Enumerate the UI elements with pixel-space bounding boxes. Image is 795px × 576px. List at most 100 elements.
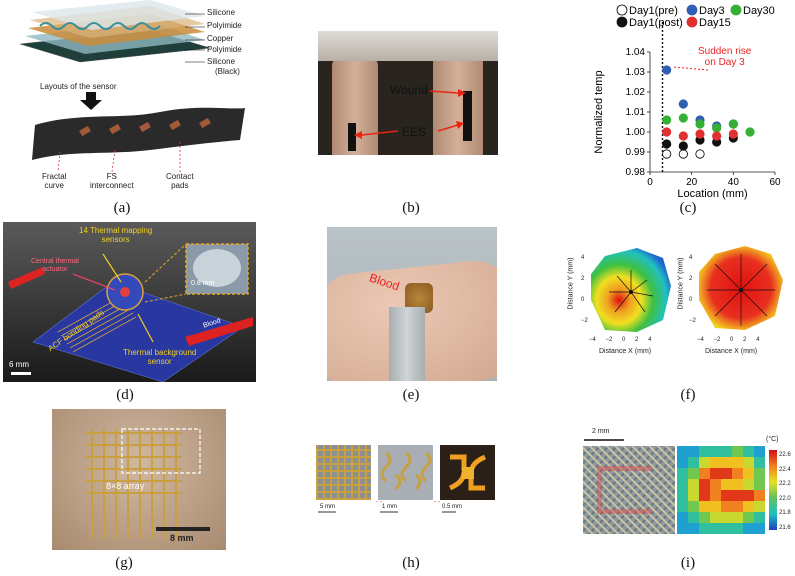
heatmap-cell [710, 479, 721, 490]
y-tick-label: 0.98 [626, 167, 646, 178]
down-arrow-icon [80, 92, 102, 110]
heatmap-cell [721, 468, 732, 479]
heatmap-cell [710, 446, 721, 457]
data-point-day1-pre- [678, 149, 688, 159]
heatmap-cell [721, 512, 732, 523]
data-point-day15 [728, 129, 738, 139]
ees-label: EES [402, 125, 427, 139]
h-scale-1: 5 mm [320, 504, 335, 510]
h-scale-2: 1 mm [382, 504, 397, 510]
f-ylabel-left: Distance Y (mm) [567, 257, 575, 310]
panel-a-figure: Silicone Polyimide Copper Polyimide Sili… [0, 0, 265, 195]
heatmap-cell [677, 490, 688, 501]
heatmap-cell [743, 457, 754, 468]
heatmap-cell [721, 479, 732, 490]
legend-label: Day1(post) [629, 17, 683, 29]
heatmap-cell [732, 490, 743, 501]
heatmap-cell [732, 501, 743, 512]
h-image-1 [316, 445, 371, 500]
panel-h-figure: 5 mm 1 mm 0.5 mm [316, 445, 496, 515]
f-xlabel-right: Distance X (mm) [705, 348, 758, 355]
heatmap-cell [754, 457, 765, 468]
heatmap-cell [677, 479, 688, 490]
y-tick-label: 1.04 [626, 47, 646, 58]
heatmap-cell [743, 512, 754, 523]
x-tick-label: 40 [728, 177, 740, 188]
heatmap-cell [677, 523, 688, 534]
layer-label-silicone-black: Silicone [207, 57, 236, 66]
heatmap-cell [754, 490, 765, 501]
heatmap-cell [721, 490, 732, 501]
f-ylabel-right: Distance Y (mm) [677, 257, 685, 310]
h-image-2 [378, 445, 433, 500]
heatmap-cell [754, 523, 765, 534]
legend-marker [616, 16, 628, 28]
caption-f: (f) [680, 387, 696, 403]
legend-marker [686, 16, 698, 28]
data-point-day30 [695, 119, 705, 129]
y-tick-label: 1.02 [626, 87, 646, 98]
heatmap-cell [721, 446, 732, 457]
i-scale-label: 2 mm [592, 428, 610, 435]
heatmap-cell [710, 523, 721, 534]
heatmap-cell [710, 501, 721, 512]
data-point-day30 [662, 115, 672, 125]
data-point-day1-post- [662, 139, 672, 149]
data-point-day15 [712, 131, 722, 141]
f-xlabel-left: Distance X (mm) [599, 348, 652, 355]
legend-label: Day15 [699, 17, 731, 29]
y-tick-label: 1.03 [626, 67, 646, 78]
annotation-arrow [672, 66, 709, 71]
legend-label: Day30 [743, 5, 775, 17]
array-label: 8×8 array [106, 481, 145, 491]
heatmap-cell [754, 446, 765, 457]
heatmap-cell [754, 468, 765, 479]
caption-g: (g) [115, 555, 133, 571]
heatmap-cell [688, 501, 699, 512]
heatmap-cell [699, 468, 710, 479]
sensor-layers-illustration [19, 0, 245, 173]
f-xticks-left: −4 −2 0 2 4 [589, 337, 652, 343]
heatmap-cell [732, 479, 743, 490]
legend-label: Day1(pre) [629, 5, 678, 17]
legend-label: Day3 [699, 5, 725, 17]
layer-label-silicone: Silicone [207, 8, 236, 17]
y-axis-label: Normalized temp [593, 70, 605, 153]
heatmap-cell [721, 457, 732, 468]
data-point-day30 [712, 123, 722, 133]
heatmap-cell [688, 523, 699, 534]
caption-e: (e) [402, 387, 420, 403]
heatmap-cell [732, 523, 743, 534]
data-point-day30 [678, 113, 688, 123]
panel-b-photo: Wound EES [318, 31, 498, 155]
heatmap-cell [699, 446, 710, 457]
h-image-3 [440, 445, 495, 500]
legend-marker [730, 4, 742, 16]
heatmap-cell [743, 490, 754, 501]
panel-g-photo: 8×8 array 8 mm [52, 409, 226, 550]
heatmap-cell [677, 512, 688, 523]
heatmap-cell [721, 523, 732, 534]
heatmap-cell [721, 501, 732, 512]
caption-c: (c) [679, 200, 697, 216]
heatmap-cell [710, 490, 721, 501]
y-tick-label: 1.01 [626, 107, 646, 118]
heatmap-cell [732, 468, 743, 479]
heatmap-cell [688, 479, 699, 490]
heatmap-cell [699, 523, 710, 534]
x-tick-label: 60 [769, 177, 781, 188]
caption-h: (h) [402, 555, 420, 571]
layer-label-polyimide-2: Polyimide [207, 45, 242, 54]
legend-marker [616, 4, 628, 16]
inset-scale-label: 0.8 mm [191, 280, 215, 287]
heatmap-cell [710, 512, 721, 523]
data-point-day15 [662, 127, 672, 137]
data-point-day1-post- [678, 141, 688, 151]
